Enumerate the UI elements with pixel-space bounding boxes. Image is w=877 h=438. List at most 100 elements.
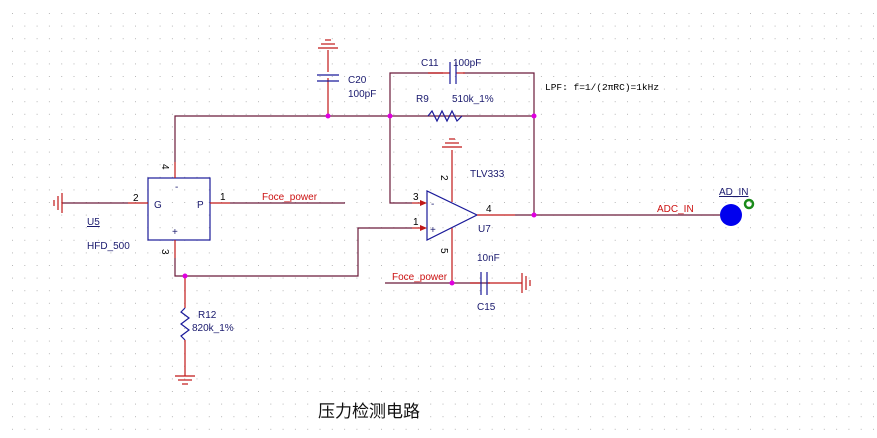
grid-dot: [491, 101, 493, 103]
capacitor-c11[interactable]: C11 100pF: [421, 58, 481, 84]
grid-dot: [356, 315, 358, 317]
grid-dot: [233, 113, 235, 115]
grid-dot: [786, 328, 788, 329]
grid-dot: [553, 176, 555, 178]
grid-dot: [823, 328, 825, 329]
grid-dot: [171, 88, 173, 90]
grid-dot: [676, 239, 678, 241]
port-ad-in-label: AD_IN: [719, 187, 748, 198]
grid-dot: [823, 113, 825, 115]
grid-dot: [860, 151, 862, 153]
grid-dot: [159, 202, 161, 203]
u5-pin1-num: 1: [220, 192, 226, 203]
grid-dot: [811, 25, 813, 27]
grid-dot: [565, 353, 567, 355]
grid-dot: [639, 353, 641, 355]
grid-dot: [61, 189, 63, 191]
junction-dot: [531, 212, 537, 218]
grid-dot: [307, 63, 309, 65]
grid-dot: [676, 76, 678, 77]
grid-dot: [48, 189, 50, 191]
grid-dot: [73, 277, 75, 279]
grid-dot: [700, 25, 702, 27]
grid-dot: [381, 378, 382, 380]
grid-dot: [368, 277, 370, 279]
grid-dot: [688, 113, 690, 115]
grid-dot: [405, 403, 407, 405]
grid-dot: [676, 277, 678, 279]
grid-dot: [762, 101, 764, 103]
grid-dot: [122, 365, 124, 367]
resistor-r9[interactable]: R9 510k_1%: [416, 94, 494, 123]
grid-dot: [786, 416, 788, 418]
grid-dot: [811, 378, 813, 380]
grid-dot: [651, 176, 653, 178]
grid-dot: [663, 13, 665, 14]
grid-dot: [258, 25, 259, 27]
grid-dot: [873, 416, 874, 418]
grid-dot: [516, 252, 518, 254]
grid-dot: [135, 340, 136, 342]
grid-dot: [762, 113, 764, 115]
grid-dot: [24, 391, 26, 392]
grid-dot: [762, 139, 764, 140]
grid-dot: [270, 416, 272, 418]
grid-dot: [135, 63, 136, 65]
grid-dot: [737, 50, 739, 52]
grid-dot: [836, 290, 838, 292]
grid-dot: [61, 290, 63, 292]
grid-dot: [786, 378, 788, 380]
grid-dot: [540, 88, 542, 90]
grid-dot: [663, 277, 665, 279]
grid-dot: [344, 50, 346, 52]
grid-dot: [750, 353, 751, 355]
grid-dot: [12, 227, 13, 229]
grid-dot: [258, 239, 259, 241]
grid-dot: [762, 252, 764, 254]
grid-dot: [540, 50, 542, 52]
grid-dot: [737, 25, 739, 27]
grid-dot: [454, 38, 456, 40]
grid-dot: [663, 239, 665, 241]
grid-dot: [737, 88, 739, 90]
grid-dot: [319, 403, 321, 405]
resistor-r12[interactable]: R12 820k_1%: [180, 276, 234, 376]
grid-dot: [627, 239, 628, 241]
grid-dot: [356, 365, 358, 367]
grid-dot: [381, 328, 382, 329]
grid-dot: [504, 139, 505, 140]
grid-dot: [208, 38, 210, 40]
grid-dot: [848, 277, 850, 279]
grid-dot: [171, 113, 173, 115]
grid-dot: [860, 277, 862, 279]
sensor-u5[interactable]: G P - + 4 3 2 1 U5 HFD_500: [87, 162, 230, 258]
grid-dot: [836, 189, 838, 191]
grid-dot: [24, 25, 26, 27]
grid-dot: [504, 227, 505, 229]
grid-dot: [454, 113, 456, 115]
opamp-u7[interactable]: - + 3 1 4 2 5 TLV333 U7: [413, 150, 515, 283]
grid-dot: [73, 416, 75, 418]
grid-dot: [725, 328, 727, 329]
grid-dot: [799, 416, 801, 418]
grid-dot: [381, 239, 382, 241]
grid-dot: [614, 126, 616, 128]
grid-dot: [750, 151, 751, 153]
grid-dot: [651, 391, 653, 392]
grid-dot: [36, 265, 38, 266]
capacitor-c15[interactable]: 10nF C15: [470, 253, 522, 313]
grid-dot: [135, 76, 136, 77]
grid-dot: [122, 13, 124, 14]
grid-dot: [135, 101, 136, 103]
grid-dot: [270, 76, 272, 77]
grid-dot: [688, 315, 690, 317]
grid-dot: [663, 113, 665, 115]
grid-dot: [786, 365, 788, 367]
port-ad-in[interactable]: AD_IN: [719, 187, 755, 226]
grid-dot: [491, 126, 493, 128]
grid-dot: [356, 50, 358, 52]
grid-dot: [282, 63, 284, 65]
grid-dot: [602, 428, 604, 430]
capacitor-c20[interactable]: C20 100pF: [317, 50, 376, 116]
grid-dot: [479, 13, 481, 14]
